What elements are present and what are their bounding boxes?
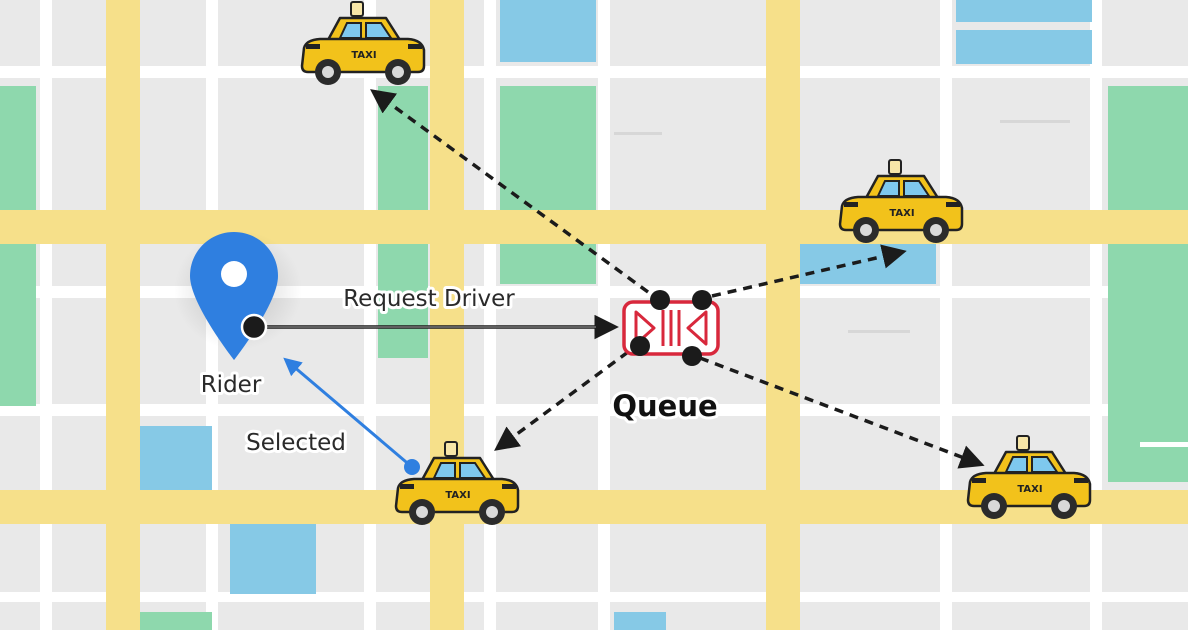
- request-driver-label-text: Request Driver: [343, 286, 515, 312]
- water-blocks: [140, 0, 1092, 630]
- selected-origin-dot: [404, 459, 420, 475]
- dispatch-arrows: [254, 89, 985, 475]
- street-details: [614, 120, 1188, 447]
- request-driver-label: Request Driver: [343, 286, 515, 312]
- arrow-to-taxi-selected: [494, 350, 630, 451]
- message-queue-icon: [622, 290, 720, 366]
- queue-label: Queue: [612, 389, 717, 423]
- rider-label-halo: Rider: [201, 372, 262, 398]
- map-pin-icon: [174, 230, 302, 360]
- arrow-to-taxi-top: [370, 89, 650, 294]
- green-parks: [0, 86, 1188, 630]
- queue-label-halo: Queue: [612, 389, 717, 423]
- arrow-to-taxi-right-upper: [711, 244, 907, 298]
- rider-origin-dot: [240, 313, 268, 341]
- arrow-to-taxi-right-lower: [699, 356, 985, 469]
- arrow-selected: [283, 357, 413, 469]
- selected-label-halo: Selected: [246, 430, 346, 456]
- rider-label: Rider: [201, 372, 262, 398]
- selected-label: Selected: [246, 430, 346, 456]
